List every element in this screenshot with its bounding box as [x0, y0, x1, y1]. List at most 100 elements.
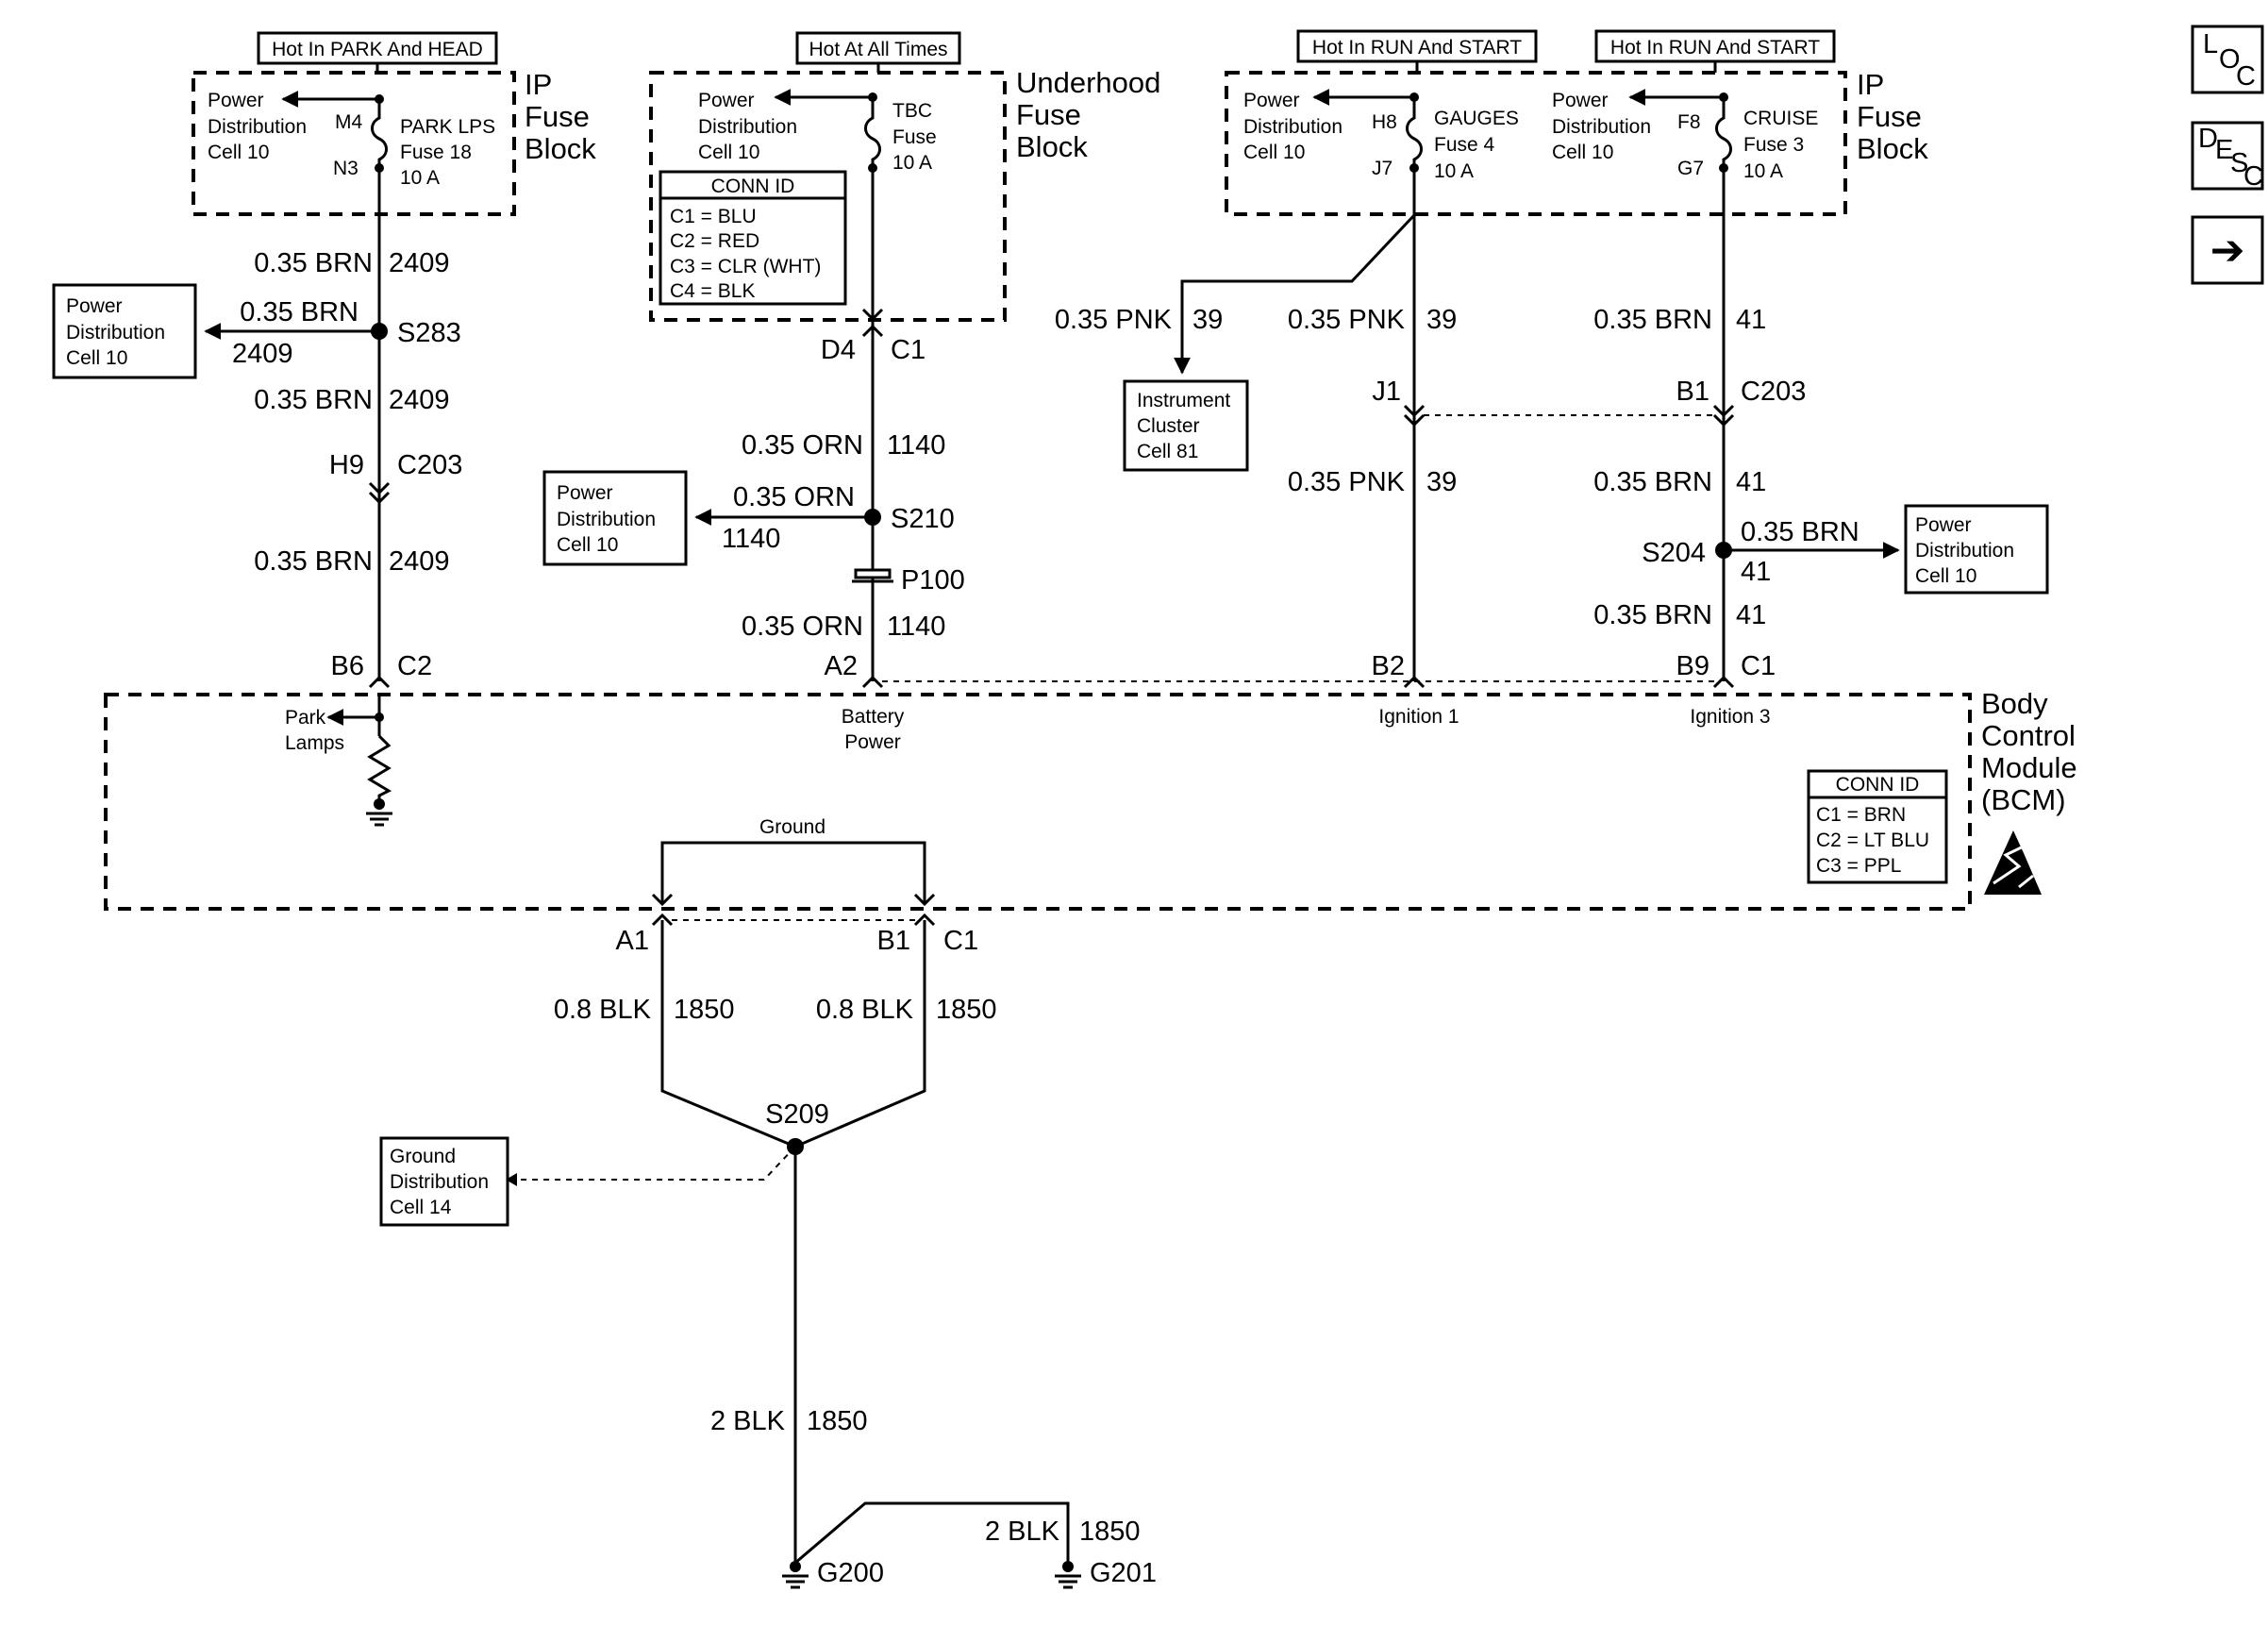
- svg-text:Distribution: Distribution: [208, 116, 307, 138]
- arrow-right-icon: ➔: [2210, 227, 2245, 274]
- svg-text:Instrument: Instrument: [1137, 390, 1230, 411]
- svg-text:D4: D4: [821, 335, 856, 365]
- svg-text:Distribution: Distribution: [390, 1171, 489, 1193]
- svg-text:0.35 BRN: 0.35 BRN: [254, 248, 373, 278]
- svg-text:C: C: [2243, 161, 2263, 192]
- svg-text:C2 = LT BLU: C2 = LT BLU: [1816, 830, 1929, 851]
- svg-text:0.35 BRN: 0.35 BRN: [240, 297, 359, 327]
- svg-text:J1: J1: [1372, 377, 1401, 407]
- svg-text:Distribution: Distribution: [1552, 116, 1651, 138]
- svg-text:39: 39: [1192, 305, 1223, 335]
- svg-text:10 A: 10 A: [1434, 160, 1474, 182]
- svg-text:S283: S283: [397, 318, 461, 348]
- svg-text:0.35 BRN: 0.35 BRN: [1593, 305, 1712, 335]
- svg-text:2409: 2409: [389, 248, 450, 278]
- loc-button[interactable]: L O C: [2191, 25, 2264, 94]
- fuse-gauges: Power Distribution Cell 10 H8 J7 GAUGES …: [1243, 89, 1519, 182]
- svg-text:Park: Park: [285, 707, 326, 729]
- svg-text:Distribution: Distribution: [1243, 116, 1342, 138]
- svg-text:Cell 10: Cell 10: [1915, 565, 1976, 587]
- svg-text:41: 41: [1736, 467, 1766, 497]
- desc-button[interactable]: D E S C: [2191, 121, 2264, 192]
- fuse-tbc: Power Distribution Cell 10 TBC Fuse 10 A: [698, 89, 937, 174]
- ref-power-distribution-s283[interactable]: Power Distribution Cell 10: [52, 283, 197, 379]
- svg-text:Power: Power: [557, 482, 613, 504]
- svg-text:A2: A2: [825, 651, 858, 681]
- svg-text:M4: M4: [335, 111, 362, 133]
- svg-text:0.35 ORN: 0.35 ORN: [733, 482, 855, 512]
- circuit-41: 0.35 BRN 41 B1 C203 0.35 BRN 41 S204 0.3…: [1593, 168, 1900, 681]
- next-page-button[interactable]: ➔: [2191, 215, 2264, 285]
- svg-text:C1: C1: [1741, 651, 1776, 681]
- svg-text:Power: Power: [698, 90, 755, 111]
- fuse-block-label: Fuse: [1016, 98, 1081, 131]
- svg-text:1850: 1850: [807, 1406, 868, 1436]
- bcm-label: Body: [1981, 687, 2048, 720]
- svg-text:2409: 2409: [389, 546, 450, 577]
- svg-text:Fuse 4: Fuse 4: [1434, 134, 1495, 156]
- circuit-39: 0.35 PNK 39 0.35 PNK 39 J1 0.35 PNK 39 B…: [1055, 168, 1457, 681]
- bcm-internal-ground: Ground: [651, 816, 936, 907]
- fuse-park-lps: Power Distribution Cell 10 M4 N3 PARK LP…: [208, 90, 495, 189]
- svg-text:0.35 ORN: 0.35 ORN: [742, 430, 863, 461]
- bcm-label: (BCM): [1981, 783, 2066, 816]
- svg-text:C4 = BLK: C4 = BLK: [670, 280, 755, 302]
- svg-text:Ground: Ground: [759, 816, 825, 838]
- svg-text:N3: N3: [333, 158, 359, 179]
- svg-text:10 A: 10 A: [1743, 160, 1783, 182]
- svg-text:L: L: [2203, 29, 2218, 59]
- svg-text:TBC: TBC: [892, 100, 932, 122]
- svg-text:0.35 BRN: 0.35 BRN: [254, 546, 373, 577]
- svg-text:0.35 PNK: 0.35 PNK: [1288, 467, 1406, 497]
- hot-label-run-start-1-text: Hot In RUN And START: [1312, 37, 1522, 59]
- svg-text:Cell 10: Cell 10: [698, 142, 759, 163]
- svg-text:Fuse 18: Fuse 18: [400, 142, 472, 163]
- svg-text:41: 41: [1741, 557, 1771, 587]
- pass-through-p100: [854, 568, 892, 579]
- svg-text:0.35 BRN: 0.35 BRN: [254, 385, 373, 415]
- park-lamps-internal: Park Lamps: [285, 695, 392, 827]
- svg-text:10 A: 10 A: [400, 167, 440, 189]
- svg-text:B6: B6: [331, 651, 364, 681]
- svg-text:Power: Power: [1915, 514, 1972, 536]
- svg-text:0.8 BLK: 0.8 BLK: [816, 995, 914, 1025]
- svg-text:B1: B1: [877, 926, 910, 956]
- conn-id-fuse-block: CONN ID C1 = BLU C2 = RED C3 = CLR (WHT)…: [659, 170, 847, 306]
- bcm-pin-label: Power: [844, 731, 901, 753]
- svg-text:J7: J7: [1372, 158, 1392, 179]
- svg-text:Cell 10: Cell 10: [1243, 142, 1305, 163]
- svg-text:Distribution: Distribution: [698, 116, 797, 138]
- svg-text:D: D: [2198, 124, 2218, 154]
- bcm-pin-label: Ignition 3: [1690, 706, 1770, 728]
- svg-text:1140: 1140: [887, 612, 945, 642]
- ref-power-distribution-s204[interactable]: Power Distribution Cell 10: [1904, 504, 2049, 595]
- svg-text:C2 = RED: C2 = RED: [670, 230, 759, 252]
- svg-text:C: C: [2236, 61, 2256, 92]
- svg-text:0.35 PNK: 0.35 PNK: [1288, 305, 1406, 335]
- svg-text:1850: 1850: [674, 995, 735, 1025]
- svg-text:H8: H8: [1372, 111, 1397, 133]
- svg-text:Cell 10: Cell 10: [1552, 142, 1613, 163]
- svg-text:C203: C203: [1741, 377, 1806, 407]
- conn-id-bcm: CONN ID C1 = BRN C2 = LT BLU C3 = PPL: [1807, 769, 1948, 884]
- svg-text:CONN ID: CONN ID: [1836, 774, 1920, 796]
- svg-text:Cell 10: Cell 10: [66, 347, 127, 369]
- ref-power-distribution-s210[interactable]: Power Distribution Cell 10: [542, 470, 688, 566]
- svg-text:1140: 1140: [887, 430, 945, 461]
- svg-text:0.35 ORN: 0.35 ORN: [742, 612, 863, 642]
- svg-text:0.8 BLK: 0.8 BLK: [554, 995, 652, 1025]
- body-control-module: [104, 693, 1972, 911]
- svg-text:Cell 14: Cell 14: [390, 1197, 452, 1218]
- ip-fuse-block-left: [192, 71, 516, 216]
- svg-text:Fuse: Fuse: [892, 126, 937, 148]
- ref-instrument-cluster[interactable]: Instrument Cluster Cell 81: [1123, 379, 1249, 472]
- svg-text:A1: A1: [616, 926, 649, 956]
- svg-text:P100: P100: [901, 565, 965, 595]
- ref-ground-distribution[interactable]: Ground Distribution Cell 14: [379, 1136, 509, 1227]
- svg-text:G201: G201: [1090, 1558, 1157, 1588]
- svg-text:E: E: [2215, 135, 2233, 165]
- svg-text:Cluster: Cluster: [1137, 415, 1200, 437]
- fuse-cruise: Power Distribution Cell 10 F8 G7 CRUISE …: [1552, 89, 1818, 182]
- svg-text:10 A: 10 A: [892, 152, 932, 174]
